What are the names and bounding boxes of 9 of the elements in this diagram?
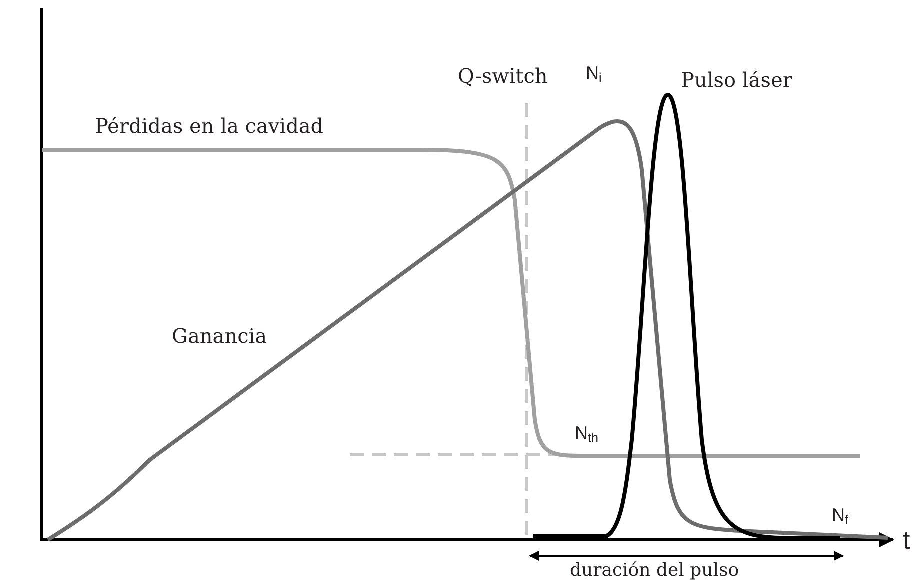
curve-label: t (903, 527, 910, 553)
curve-label: N$_{i}$ (586, 64, 602, 82)
curve-label: N$_{th}$ (575, 424, 599, 442)
curve-label: N$_{f}$ (832, 506, 848, 524)
curve-label: Pérdidas en la cavidad (95, 116, 324, 136)
curve-label: Pulso láser (681, 70, 792, 90)
curve-label: Ganancia (172, 326, 268, 346)
curve-label: duración del pulso (570, 562, 740, 580)
curve-label: Q-switch (458, 66, 548, 86)
